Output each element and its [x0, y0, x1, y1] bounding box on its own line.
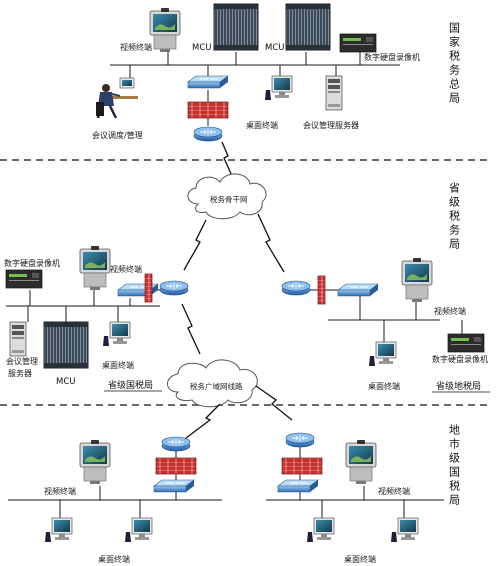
firewall-icon [281, 457, 323, 475]
label-mcu-2: MCU [265, 43, 285, 53]
label-prov-local-dvr: 数字硬盘录像机 [432, 354, 488, 364]
tier-label-national: 国家税务总局 [448, 22, 461, 106]
router-icon [161, 436, 191, 452]
label-prov-mcu: MCU [56, 377, 76, 387]
desktop-terminal-icon [44, 517, 73, 543]
lightning-icon [183, 219, 207, 271]
video-terminal-icon [79, 439, 111, 485]
label-dispatch: 会议调度/管理 [92, 130, 143, 140]
switch-icon [187, 75, 229, 89]
video-terminal-icon [401, 257, 433, 303]
router-icon [281, 280, 311, 296]
firewall-icon [155, 457, 197, 475]
router-icon [285, 432, 315, 448]
firewall-icon [317, 275, 326, 305]
label-prov-local-desktop: 桌面终端 [368, 381, 400, 391]
desktop-terminal-icon [306, 517, 335, 543]
switch-icon [277, 479, 319, 493]
server-icon [9, 321, 27, 357]
switch-icon [337, 283, 379, 297]
national-lan [110, 52, 400, 126]
label-mcu-1: MCU [192, 43, 212, 53]
label-city-right-video: 视频终端 [378, 486, 410, 496]
label-prov-desktop: 桌面终端 [102, 360, 134, 370]
lightning-icon [221, 141, 233, 177]
lightning-icon [255, 385, 293, 421]
label-prov-mgmt-line1: 会议管理 [6, 356, 38, 366]
video-terminal-icon [149, 7, 181, 53]
tier-label-municipal: 地市级国税局 [448, 424, 461, 508]
dvr-icon [339, 33, 377, 53]
lightning-icon [185, 403, 221, 439]
label-conf-server: 会议管理服务器 [303, 120, 359, 130]
desktop-terminal-icon [368, 341, 397, 367]
desktop-terminal-icon [390, 517, 419, 543]
lightning-icon [257, 213, 285, 273]
label-wan: 税务广域网线路 [190, 381, 243, 391]
label-backbone: 税务骨干网 [210, 194, 248, 204]
dvr-icon [447, 333, 485, 353]
label-video-terminal: 视频终端 [120, 42, 152, 52]
cloud-icon [167, 359, 258, 408]
label-prov-state-bureau: 省级国税局 [108, 379, 153, 391]
tier-label-provincial: 省级税务局 [448, 182, 461, 252]
dvr-icon [5, 269, 43, 289]
label-city-left-video: 视频终端 [44, 486, 76, 496]
switch-icon [153, 479, 195, 493]
label-prov-video: 视频终端 [110, 264, 142, 274]
desktop-terminal-icon [102, 321, 131, 347]
firewall-icon [144, 273, 153, 303]
label-prov-mgmt-line2: 服务器 [8, 368, 32, 378]
server-icon [325, 75, 343, 111]
mcu-icon [43, 321, 89, 369]
lightning-icon [181, 303, 201, 355]
desktop-terminal-icon [124, 517, 153, 543]
city-left-lan [8, 448, 222, 518]
router-icon [159, 280, 189, 296]
desktop-terminal-icon [264, 75, 293, 101]
label-city-left-desktop: 桌面终端 [98, 554, 130, 564]
label-prov-dvr: 数字硬盘录像机 [4, 258, 60, 268]
video-terminal-icon [345, 439, 377, 485]
prov-local-lan [306, 289, 463, 342]
mcu-icon [213, 3, 259, 51]
firewall-icon [187, 101, 229, 119]
cloud-icon [187, 173, 267, 220]
router-icon [193, 126, 223, 142]
label-desktop-terminal: 桌面终端 [246, 120, 278, 130]
label-prov-local-bureau: 省级地税局 [436, 380, 481, 392]
mcu-icon [285, 3, 331, 51]
video-terminal-icon [79, 245, 111, 291]
label-dvr: 数字硬盘录像机 [364, 52, 420, 62]
operator-icon [96, 77, 138, 119]
label-prov-local-video: 视频终端 [434, 306, 466, 316]
label-city-right-desktop: 桌面终端 [344, 554, 376, 564]
